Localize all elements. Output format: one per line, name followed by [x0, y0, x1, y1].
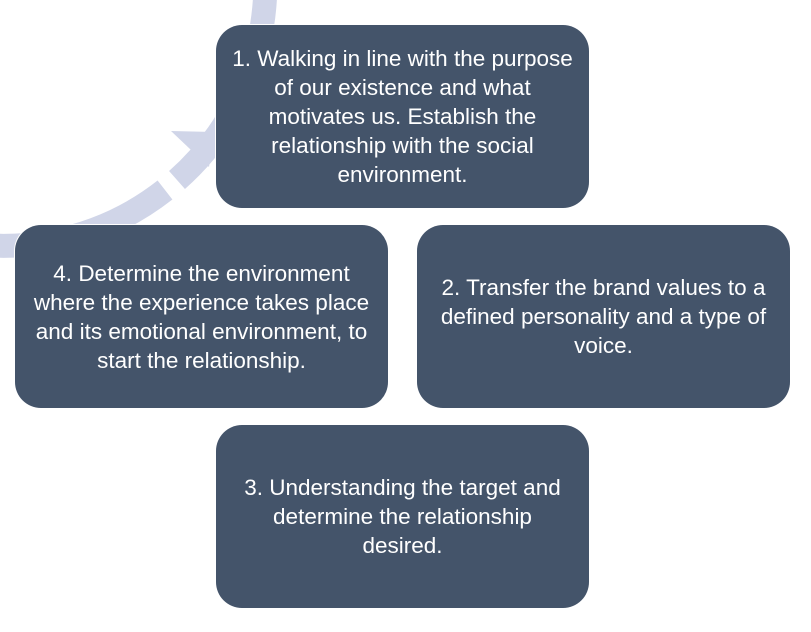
- step-2-box: 2. Transfer the brand values to a define…: [417, 225, 790, 408]
- step-2-text: 2. Transfer the brand values to a define…: [440, 275, 767, 358]
- step-4-text: 4. Determine the environment where the e…: [33, 260, 370, 373]
- arrowhead-icon: [171, 131, 214, 167]
- step-3-text: 3. Understanding the target and determin…: [244, 475, 561, 558]
- step-4-box: 4. Determine the environment where the e…: [15, 225, 388, 408]
- step-1-text: 1. Walking in line with the purpose of o…: [232, 46, 573, 187]
- step-3-box: 3. Understanding the target and determin…: [216, 425, 589, 608]
- step-1-box: 1. Walking in line with the purpose of o…: [216, 25, 589, 208]
